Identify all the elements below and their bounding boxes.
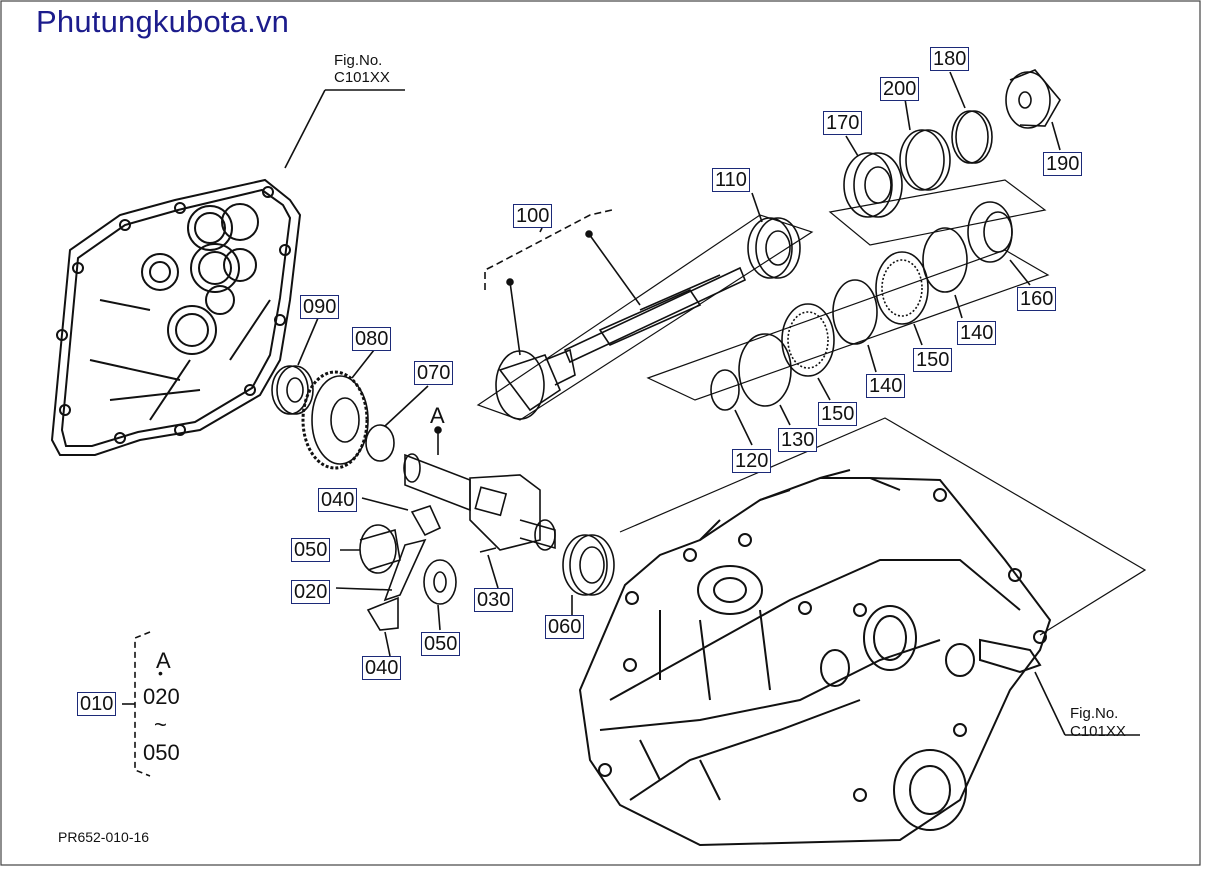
bearing-060-shape: [562, 534, 615, 596]
assembly-note-dot: •: [158, 665, 163, 681]
snap-ring-180-shape: [951, 110, 993, 164]
gear-080-shape: [301, 370, 369, 470]
fig-ref-bottom-line1: Fig.No.: [1070, 705, 1119, 722]
part-label-070[interactable]: 070: [414, 361, 454, 385]
part-label-120[interactable]: 120: [732, 449, 772, 473]
assembly-note-a: A: [156, 648, 171, 673]
fig-ref-top-line1: Fig.No.: [334, 52, 383, 69]
callout-a-label: A: [430, 403, 445, 428]
part-label-140-lower[interactable]: 140: [866, 374, 906, 398]
pinion-040-bottom-shape: [366, 596, 399, 631]
part-label-190[interactable]: 190: [1043, 152, 1083, 176]
part-label-040-lower[interactable]: 040: [362, 656, 402, 680]
shaft-100-shape: [495, 266, 747, 420]
bearing-090-shape: [271, 365, 314, 415]
drawing-number: PR652-010-16: [58, 829, 150, 845]
assembly-note-to: 050: [143, 740, 180, 765]
part-label-170[interactable]: 170: [823, 111, 863, 135]
front-cover-housing: [50, 178, 302, 456]
fig-ref-bottom-line2: C101XX: [1070, 723, 1126, 740]
site-watermark: Phutungkubota.vn: [36, 4, 290, 39]
part-label-100[interactable]: 100: [513, 204, 553, 228]
part-label-200[interactable]: 200: [880, 77, 920, 101]
part-label-050-right[interactable]: 050: [421, 632, 461, 656]
part-label-130[interactable]: 130: [778, 428, 818, 452]
assembly-note-tilde: ~: [154, 712, 167, 737]
shim-200-shape: [899, 129, 951, 191]
part-label-180[interactable]: 180: [930, 47, 970, 71]
part-label-040-upper[interactable]: 040: [318, 488, 358, 512]
part-label-160[interactable]: 160: [1017, 287, 1057, 311]
part-label-080[interactable]: 080: [352, 327, 392, 351]
bearing-110-shape: [747, 217, 801, 279]
part-label-090[interactable]: 090: [300, 295, 340, 319]
differential-shape: [403, 453, 556, 551]
transmission-case-shape: [578, 469, 1052, 847]
part-label-060[interactable]: 060: [545, 615, 585, 639]
fig-leader-left: [284, 89, 326, 169]
part-label-050-left[interactable]: 050: [291, 538, 331, 562]
pinion-040-top-shape: [410, 505, 442, 537]
part-label-150-lower[interactable]: 150: [818, 402, 858, 426]
part-label-030[interactable]: 030: [474, 588, 514, 612]
fig-ref-top-line2: C101XX: [334, 69, 390, 86]
assembly-note-from: 020: [143, 684, 180, 709]
gear-050-left-shape: [359, 524, 401, 574]
part-label-150-upper[interactable]: 150: [913, 348, 953, 372]
part-label-110[interactable]: 110: [712, 168, 750, 192]
circlip-070-shape: [365, 424, 395, 462]
part-label-140-upper[interactable]: 140: [957, 321, 997, 345]
cap-190-shape: [1005, 69, 1061, 129]
part-label-020[interactable]: 020: [291, 580, 331, 604]
pin-020-shape: [383, 538, 427, 602]
gear-050-right-shape: [423, 559, 457, 605]
part-label-010[interactable]: 010: [77, 692, 117, 716]
